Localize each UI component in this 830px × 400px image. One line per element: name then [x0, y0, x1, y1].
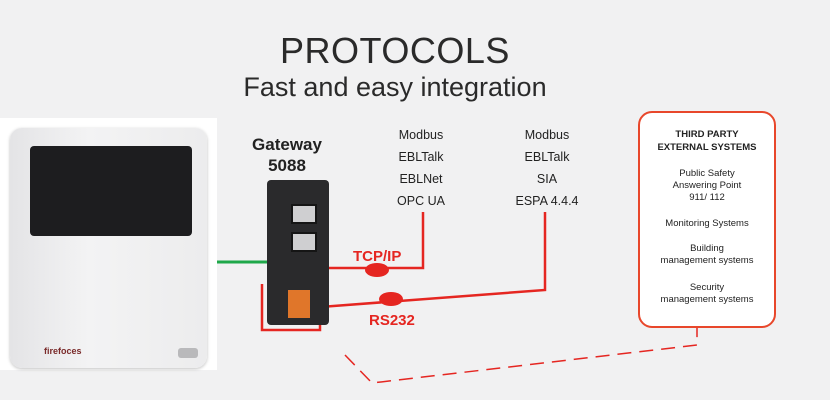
- third-party-title-line: THIRD PARTY: [675, 129, 739, 140]
- serial-protocol-item: ESPA 4.4.4: [515, 194, 579, 208]
- serial-protocol-item: EBLTalk: [524, 150, 570, 164]
- third-party-item: Building management systems: [640, 243, 774, 267]
- third-party-item-line: Security: [689, 282, 725, 293]
- third-party-item-line: 911/ 112: [689, 192, 725, 203]
- third-party-item-line: Public Safety: [679, 168, 735, 179]
- terminal-block-icon: [288, 290, 310, 318]
- third-party-item: Monitoring Systems: [640, 218, 774, 230]
- third-party-item-line: Answering Point: [672, 180, 742, 191]
- third-party-box: THIRD PARTY EXTERNAL SYSTEMS Public Safe…: [638, 111, 776, 328]
- page-subtitle: Fast and easy integration: [243, 72, 547, 102]
- panel-screen: [30, 146, 192, 236]
- tcp-protocol-item: EBLTalk: [398, 150, 444, 164]
- tcp-ip-label: TCP/IP: [353, 248, 402, 265]
- fire-panel-image: firefoces: [0, 118, 217, 370]
- third-party-item-line: management systems: [660, 255, 754, 266]
- tcp-protocol-item: OPC UA: [397, 194, 445, 208]
- tcp-protocol-item: Modbus: [398, 128, 444, 142]
- tcp-protocol-item: EBLNet: [399, 172, 443, 186]
- third-party-item: Security management systems: [640, 282, 774, 306]
- third-party-item: Public Safety Answering Point 911/ 112: [640, 168, 774, 204]
- gateway-number: 5088: [268, 156, 306, 175]
- ethernet-port-icon: [291, 204, 317, 224]
- tcp-connector-dot: [365, 263, 389, 277]
- third-party-item-line: Monitoring Systems: [665, 218, 749, 229]
- gateway-label: Gateway: [252, 135, 322, 154]
- ethernet-port-icon: [291, 232, 317, 252]
- third-party-title-line: EXTERNAL SYSTEMS: [657, 142, 757, 153]
- panel-brand-logo: firefoces: [44, 346, 82, 356]
- third-party-title: THIRD PARTY EXTERNAL SYSTEMS: [640, 128, 774, 154]
- serial-protocol-item: SIA: [536, 172, 558, 186]
- third-party-item-line: Building: [690, 243, 724, 254]
- rs232-connector-dot: [379, 292, 403, 306]
- dashed-link-line: [344, 327, 698, 384]
- rs232-label: RS232: [369, 312, 415, 329]
- third-party-item-line: management systems: [660, 294, 754, 305]
- serial-protocol-item: Modbus: [524, 128, 570, 142]
- page-title: PROTOCOLS: [280, 30, 510, 71]
- panel-lock-icon: [178, 348, 198, 358]
